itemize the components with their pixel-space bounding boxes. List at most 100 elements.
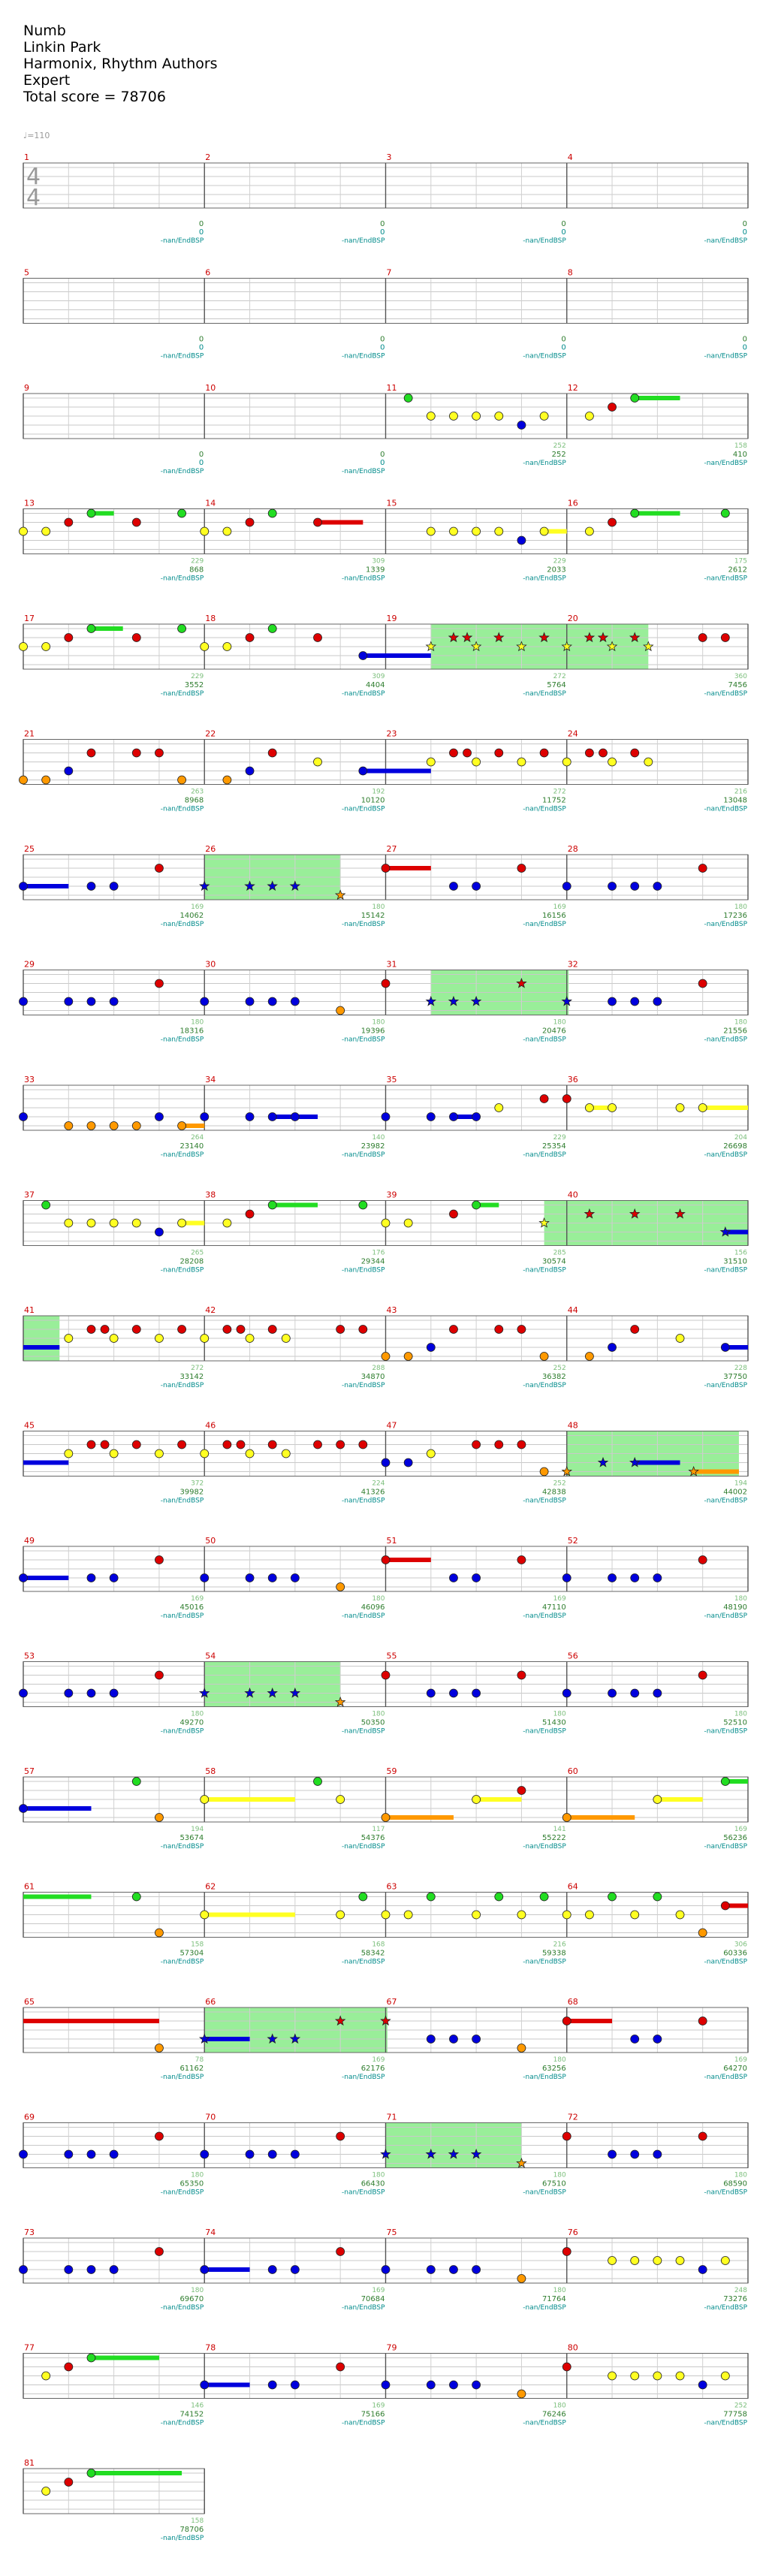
note-blue [562,1688,571,1698]
note-orange [155,2044,164,2053]
note-blue [109,2149,119,2159]
star-note-blue [629,1456,641,1467]
note-yellow [653,2256,662,2265]
measure-sp-label: -nan/EndBSP [161,1728,204,1736]
measure-note-score: 169 [734,1826,747,1833]
note-blue [267,2380,277,2390]
measure-sp-label: -nan/EndBSP [523,1267,566,1274]
star-note-blue [289,1687,301,1698]
note-orange [403,1352,413,1361]
star-note-orange [688,1465,699,1477]
note-blue [449,2265,458,2274]
measure-running-score: 33142 [179,1373,204,1381]
measure-running-score: 26698 [723,1142,747,1151]
measure-sp-label: -nan/EndBSP [523,460,566,467]
note-green [267,508,277,518]
measure-sp-label: -nan/EndBSP [342,1843,385,1851]
measure-sp-label: -nan/EndBSP [161,575,204,583]
star-note-yellow [561,641,573,652]
note-blue [109,997,119,1006]
star-note-yellow [470,641,482,652]
note-blue [19,882,28,891]
note-yellow [403,1910,413,1920]
measure-number: 70 [205,2113,216,2122]
measure-number: 43 [387,1305,397,1315]
measure-sp-label: -nan/EndBSP [704,1498,748,1505]
measure-sp-score: 0 [380,344,384,352]
measure-note-score: 168 [372,1941,384,1949]
song-header: Numb Linkin Park Harmonix, Rhythm Author… [23,23,218,105]
measure-sp-label: -nan/EndBSP [523,1959,566,1966]
note-red [222,1440,232,1449]
measure-sp-label: -nan/EndBSP [523,2074,566,2081]
note-blue [630,1573,640,1582]
measure-number: 9 [24,383,29,393]
measure-running-score: 47110 [542,1603,566,1612]
star-note-red [516,977,527,988]
star-note-blue [425,995,437,1006]
note-blue [358,651,368,660]
note-red [131,517,141,527]
measure-running-score: 410 [733,451,747,459]
measure-number: 7 [387,268,392,278]
note-red [720,633,730,642]
measure-number: 59 [387,1766,397,1776]
note-green [313,1777,322,1786]
measure-sp-label: -nan/EndBSP [161,690,204,698]
measure-running-score: 62176 [361,2065,385,2073]
note-yellow [109,1449,119,1458]
measure-sp-label: -nan/EndBSP [161,1151,204,1159]
measure-number: 55 [387,1651,397,1661]
sustain-green [476,1202,499,1208]
song-artist: Linkin Park [23,39,101,56]
note-green [41,1200,51,1210]
note-blue [608,1343,617,1352]
star-note-blue [244,1687,255,1698]
note-green [86,624,96,633]
note-red [86,1325,96,1334]
note-yellow [585,1103,594,1112]
note-blue [109,1688,119,1698]
measure-sp-label: -nan/EndBSP [161,1959,204,1966]
sustain-yellow [204,1912,295,1917]
note-red [381,1555,391,1564]
measure-running-score: 7456 [728,681,747,689]
measure-sp-label: -nan/EndBSP [523,806,566,813]
note-red [131,633,141,642]
note-blue [630,997,640,1006]
measure-running-score: 14062 [179,912,204,920]
note-blue [109,882,119,891]
note-blue [472,2265,481,2274]
star-note-blue [597,1456,609,1467]
measure-sp-score: 0 [743,228,747,237]
measure-number: 80 [568,2343,578,2353]
measure-note-score: 180 [553,2287,566,2294]
note-blue [381,2265,391,2274]
note-blue [64,2149,74,2159]
measure-note-score: 158 [191,2517,204,2525]
note-red [562,2131,571,2141]
note-red [517,864,526,873]
measure-running-score: 868 [189,566,204,575]
note-red [236,1440,246,1449]
measure-sp-label: -nan/EndBSP [342,1036,385,1044]
measure-sp-score: 0 [743,344,747,352]
measure-note-score: 180 [553,2172,566,2179]
time-signature-top: 4 [26,164,41,190]
measure-sp-label: -nan/EndBSP [161,2304,204,2312]
note-yellow [222,642,232,651]
note-orange [222,775,232,785]
measure-running-score: 51430 [542,1719,566,1727]
note-red [608,403,617,412]
measure-running-score: 67510 [542,2180,566,2188]
measure-sp-label: -nan/EndBSP [523,2304,566,2312]
measure-sp-label: -nan/EndBSP [161,1612,204,1620]
time-signature-bottom: 4 [26,185,41,211]
note-red [463,748,472,758]
note-blue [653,2149,662,2159]
measure-note-score: 248 [734,2287,747,2294]
measure-number: 5 [24,268,29,278]
star-note-red [461,632,473,643]
note-blue [200,2149,210,2159]
sustain-blue [23,1806,92,1811]
